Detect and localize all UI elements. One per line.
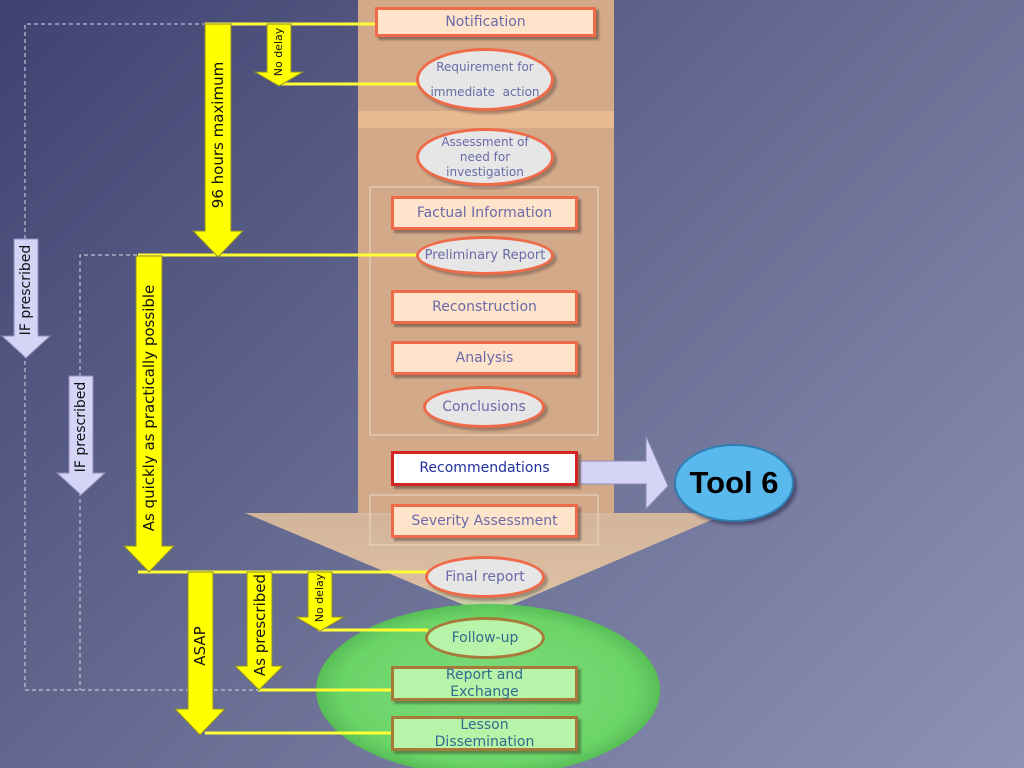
- no-delay-bottom-arrow: [294, 571, 346, 632]
- final-report-label: Final report: [445, 568, 525, 585]
- assessment-label: Assessment of need for investigation: [441, 134, 529, 179]
- asap-arrow: [173, 571, 227, 736]
- reconstruction-box: Reconstruction: [391, 290, 578, 324]
- asap-long-arrow: [122, 255, 176, 573]
- asap-label: ASAP: [191, 626, 209, 666]
- if-prescribed-outer-arrow: [0, 238, 52, 359]
- requirement-label-line1: Requirement for: [436, 59, 534, 74]
- severity-box: Severity Assessment: [391, 504, 578, 538]
- notification-label: Notification: [445, 13, 526, 30]
- tool-6-oval: Tool 6: [674, 444, 794, 522]
- analysis-label: Analysis: [455, 349, 514, 366]
- report-exchange-box: Report and Exchange: [391, 666, 578, 701]
- final-report-oval: Final report: [425, 556, 545, 598]
- as-prescribed-label: As prescribed: [251, 573, 269, 677]
- follow-up-label: Follow-up: [451, 629, 519, 646]
- no-delay-bottom-label: No delay: [313, 573, 326, 623]
- preliminary-label: Preliminary Report: [424, 248, 546, 263]
- analysis-box: Analysis: [391, 341, 578, 375]
- tool-arrow: [579, 435, 669, 511]
- no-delay-top-arrow: [253, 23, 305, 87]
- reconstruction-label: Reconstruction: [432, 298, 537, 315]
- lesson-box: Lesson Dissemination: [391, 716, 578, 751]
- factual-label: Factual Information: [416, 204, 553, 221]
- factual-box: Factual Information: [391, 196, 578, 230]
- lesson-label: Lesson Dissemination: [434, 716, 535, 750]
- assessment-oval: Assessment of need for investigation: [416, 128, 554, 186]
- hours-96-arrow: [191, 23, 245, 258]
- if-prescribed-inner-arrow: [55, 375, 107, 496]
- if-prescribed-inner-line: [79, 254, 410, 690]
- preliminary-oval: Preliminary Report: [416, 236, 554, 275]
- notification-box: Notification: [375, 7, 596, 37]
- follow-up-oval: Follow-up: [425, 617, 545, 659]
- severity-frame: [369, 494, 599, 546]
- hours-96-label: 96 hours maximum: [209, 61, 227, 209]
- severity-label: Severity Assessment: [411, 512, 558, 529]
- report-exchange-label: Report and Exchange: [445, 666, 524, 700]
- tool-6-label: Tool 6: [689, 465, 779, 500]
- if-prescribed-outer-label: IF prescribed: [18, 244, 34, 336]
- conclusions-oval: Conclusions: [423, 386, 545, 428]
- if-prescribed-inner-label: IF prescribed: [73, 381, 89, 473]
- column-divider: [358, 111, 614, 128]
- investigation-frame: [369, 186, 599, 436]
- asap-long-label: As quickly as practically possible: [140, 284, 158, 532]
- no-delay-top-label: No delay: [272, 27, 285, 77]
- recommendations-box: Recommendations: [391, 451, 578, 486]
- conclusions-label: Conclusions: [442, 398, 526, 415]
- as-prescribed-arrow: [233, 571, 285, 691]
- recommendations-label: Recommendations: [419, 460, 550, 476]
- requirement-label-line2: immediate action: [430, 84, 540, 99]
- requirement-oval: Requirement for immediate action: [416, 48, 554, 111]
